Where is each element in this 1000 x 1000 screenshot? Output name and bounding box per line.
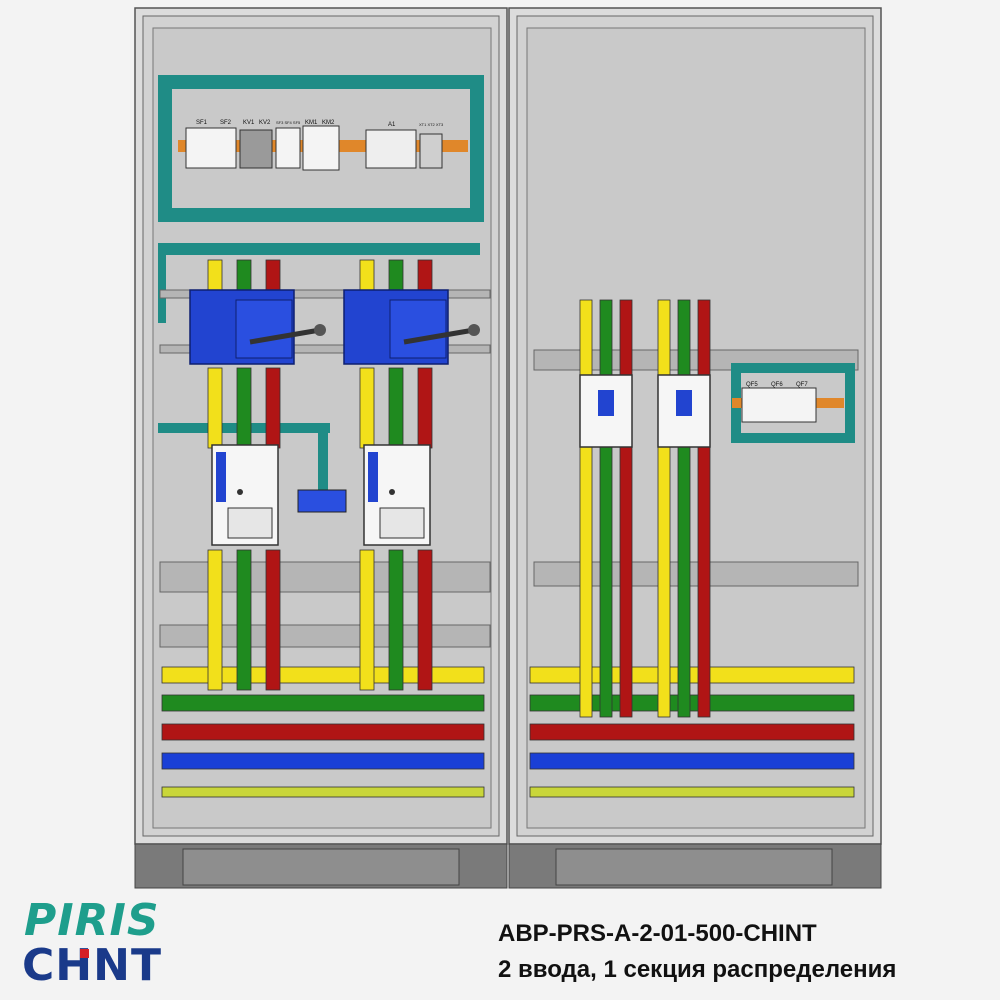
brand-logo-chint: CHNT — [22, 940, 162, 991]
input-riser — [236, 549, 252, 691]
outgoing-riser — [579, 444, 593, 718]
main-busbar-l3 — [161, 723, 485, 741]
terminal-block — [297, 489, 347, 513]
label-qf5: QF5 — [746, 382, 758, 388]
input-riser — [359, 367, 375, 449]
label-xt: XT1 XT2 XT3 — [419, 122, 444, 127]
outgoing-riser — [677, 444, 691, 718]
label-qf6: QF6 — [771, 382, 783, 388]
label-qf7: QF7 — [796, 382, 808, 388]
input-riser — [388, 367, 404, 449]
outgoing-breaker-1 — [579, 374, 633, 448]
outgoing-riser — [677, 299, 691, 379]
product-description: 2 ввода, 1 секция распределения — [498, 956, 897, 983]
input-riser — [236, 367, 252, 449]
input-riser — [207, 367, 223, 449]
input-riser — [417, 549, 433, 691]
outgoing-riser — [599, 444, 613, 718]
cabinet-plinth — [134, 843, 882, 889]
outgoing-riser — [657, 444, 671, 718]
input-riser — [265, 367, 281, 449]
input-breaker-2 — [363, 444, 431, 546]
control-devices — [185, 125, 443, 171]
label-sf2: SF2 — [220, 120, 232, 126]
main-busbar-n — [161, 752, 485, 770]
brand-logo-piris: PIRIS — [24, 895, 160, 946]
main-busbar-l2 — [529, 694, 855, 712]
main-busbar-pe — [529, 786, 855, 798]
main-busbar-l2 — [161, 694, 485, 712]
outgoing-riser — [619, 444, 633, 718]
outgoing-din-frame — [731, 363, 855, 443]
input-switch-1 — [189, 289, 326, 365]
outgoing-riser — [697, 444, 711, 718]
label-sf3-sf5: SF3 SF4 SF5 — [276, 120, 301, 125]
main-busbar-l3 — [529, 723, 855, 741]
label-sf1: SF1 — [196, 120, 208, 126]
label-km2: KM2 — [322, 120, 335, 126]
label-kv2: KV2 — [259, 120, 271, 126]
main-busbar-l1 — [529, 666, 855, 684]
outgoing-riser — [619, 299, 633, 379]
input-switch-2 — [343, 289, 480, 365]
busbar-system — [161, 259, 855, 798]
outgoing-riser — [657, 299, 671, 379]
label-kv1: KV1 — [243, 120, 255, 126]
outgoing-breaker-2 — [657, 374, 711, 448]
input-riser — [265, 549, 281, 691]
outgoing-riser — [599, 299, 613, 379]
input-riser — [359, 549, 375, 691]
main-busbar-pe — [161, 786, 485, 798]
input-riser — [207, 549, 223, 691]
chint-logo-dot — [80, 949, 89, 958]
input-riser — [388, 549, 404, 691]
product-model: АВР-PRS-A-2-01-500-CHINT — [498, 920, 817, 947]
input-riser — [417, 367, 433, 449]
outgoing-riser — [697, 299, 711, 379]
label-a1: A1 — [388, 122, 396, 128]
main-busbar-n — [529, 752, 855, 770]
outgoing-riser — [579, 299, 593, 379]
input-breaker-1 — [211, 444, 279, 546]
label-km1: KM1 — [305, 120, 318, 126]
